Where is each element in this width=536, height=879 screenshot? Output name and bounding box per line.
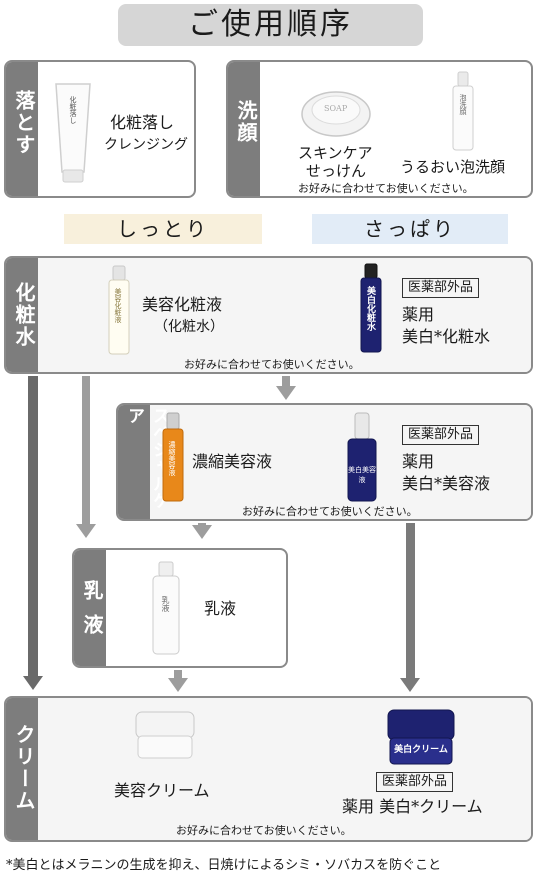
whitening-cream-jar-image: [384, 706, 458, 768]
milk-box: 乳液 乳液 乳液: [72, 548, 288, 668]
soap-name-line2: せっけん: [306, 160, 366, 182]
cleansing-tube-text: 化粧落し: [68, 96, 78, 124]
cleansing-name-line1: 化粧落し: [110, 112, 174, 134]
milk-bottle-text: 乳液: [160, 596, 171, 612]
whitening-serum-bottle-text: 美白美容液: [348, 465, 376, 485]
whitening-lotion-name-line2: 美白*化粧水: [402, 326, 490, 348]
arrow-lotion-to-special-head: [276, 386, 296, 400]
lotion-quasi-drug-badge: 医薬部外品: [402, 278, 479, 298]
arrow-lotion-to-milk-head: [76, 524, 96, 538]
cream-box: クリーム 美容クリーム 美白クリーム 医薬部外品 薬用 美白*クリーム お好みに…: [4, 696, 533, 842]
whitening-serum-bottle-image: [344, 411, 380, 503]
cream-name: 美容クリーム: [114, 780, 210, 802]
whitening-cream-jar-text: 美白クリーム: [388, 742, 454, 755]
wash-box: 洗顔 SOAP 泡洗顔 スキンケア せっけん うるおい泡洗顔 お好みに合わせてお…: [226, 60, 533, 198]
special-care-side-label: スペシャルケア: [118, 405, 150, 519]
footnote: *美白とはメラニンの生成を抑え、日焼けによるシミ・ソバカスを防ぐこと: [6, 854, 441, 873]
soap-text: SOAP: [324, 104, 347, 113]
milk-side-label: 乳液: [74, 550, 106, 666]
fresh-label: さっぱり: [312, 214, 508, 244]
cleansing-side-label: 落とす: [6, 62, 38, 196]
arrow-special-to-milk-head: [192, 525, 212, 539]
page-title: ご使用順序: [118, 4, 423, 46]
arrow-lotion-to-special: [282, 376, 290, 386]
cream-side-label: クリーム: [6, 698, 38, 840]
arrow-lotion-to-cream: [28, 376, 38, 676]
special-care-box: スペシャルケア 濃縮美容液 濃縮美容液 美白美容液 医薬部外品 薬用 美白*美容…: [116, 403, 533, 521]
wash-side-label: 洗顔: [228, 62, 260, 196]
arrow-milk-to-cream-head: [168, 678, 188, 692]
arrow-milk-to-cream: [174, 670, 182, 678]
lotion-name-line2: （化粧水）: [154, 316, 224, 338]
whitening-serum-name-line2: 美白*美容液: [402, 473, 490, 495]
serum-name: 濃縮美容液: [192, 451, 272, 473]
moist-label: しっとり: [64, 214, 262, 244]
lotion-side-label: 化粧水: [6, 258, 38, 372]
lotion-box: 化粧水 美容化粧液 美容化粧液 （化粧水） 美白化粧水 医薬部外品 薬用 美白*…: [4, 256, 533, 374]
lotion-name-line1: 美容化粧液: [142, 294, 222, 316]
foam-bottle-text: 泡洗顔: [458, 94, 468, 115]
serum-quasi-drug-badge: 医薬部外品: [402, 425, 479, 445]
whitening-cream-name: 薬用 美白*クリーム: [342, 796, 483, 818]
cream-note: お好みに合わせてお使いください。: [176, 822, 352, 838]
whitening-lotion-bottle-text: 美白化粧水: [364, 286, 377, 331]
wash-note: お好みに合わせてお使いください。: [298, 180, 474, 196]
lotion-note: お好みに合わせてお使いください。: [184, 356, 360, 372]
arrow-special-to-cream-head: [400, 678, 420, 692]
cream-jar-image: [132, 706, 198, 762]
lotion-bottle-text: 美容化粧液: [113, 288, 123, 323]
whitening-lotion-name-line1: 薬用: [402, 304, 434, 326]
milk-name: 乳液: [204, 598, 236, 620]
foam-name: うるおい泡洗顔: [400, 156, 505, 178]
arrow-special-to-cream: [406, 523, 415, 678]
arrow-lotion-to-cream-head: [23, 676, 43, 690]
arrow-lotion-to-milk: [82, 376, 90, 524]
serum-bottle-text: 濃縮美容液: [167, 441, 177, 476]
cleansing-box: 落とす 化粧落し 化粧落し クレンジング: [4, 60, 196, 198]
whitening-serum-name-line1: 薬用: [402, 451, 434, 473]
special-care-note: お好みに合わせてお使いください。: [242, 503, 418, 519]
cleansing-name-line2: クレンジング: [104, 134, 188, 156]
cream-quasi-drug-badge: 医薬部外品: [376, 772, 453, 792]
